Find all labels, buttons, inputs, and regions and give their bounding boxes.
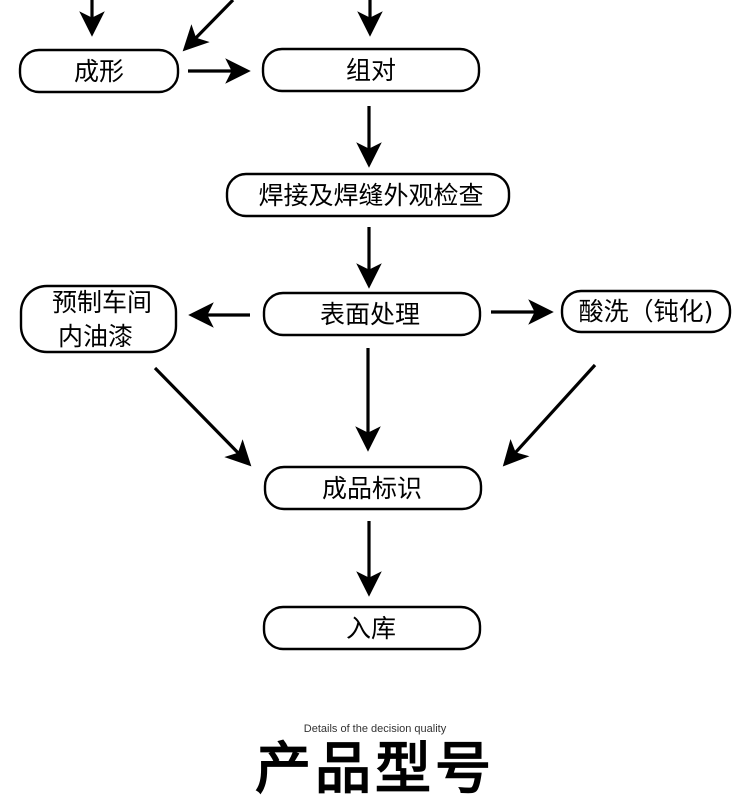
node-surface-label: 表面处理 (320, 300, 420, 329)
node-welding: 焊接及焊缝外观检查 (225, 172, 511, 218)
process-flow-diagram: 成形 组对 焊接及焊缝外观检查 预制车间 内油漆 表面处理 酸洗（钝化) 成品标… (18, 0, 732, 651)
node-marking-label: 成品标识 (322, 474, 422, 503)
edge-top-diagonal-to-forming (182, 0, 235, 52)
section-title: 产品型号 (255, 737, 495, 802)
node-assembly-label: 组对 (346, 56, 396, 85)
section-subtitle: Details of the decision quality (303, 723, 447, 735)
node-forming: 成形 (18, 48, 180, 94)
node-welding-label: 焊接及焊缝外观检查 (258, 181, 483, 210)
edge-prefab-to-marking (153, 366, 252, 467)
node-forming-label: 成形 (74, 57, 124, 86)
node-prefab-paint-line2: 内油漆 (58, 322, 133, 351)
node-marking: 成品标识 (263, 465, 483, 511)
node-pickling-label: 酸洗（钝化) (579, 297, 714, 326)
node-prefab-paint-line1: 预制车间 (52, 288, 152, 317)
node-surface: 表面处理 (262, 291, 482, 337)
node-storage: 入库 (262, 605, 482, 651)
node-prefab-paint: 预制车间 内油漆 (19, 284, 178, 354)
node-pickling: 酸洗（钝化) (560, 289, 732, 334)
node-assembly: 组对 (261, 47, 481, 93)
edge-pickling-to-marking (502, 363, 597, 467)
node-storage-label: 入库 (346, 614, 396, 643)
